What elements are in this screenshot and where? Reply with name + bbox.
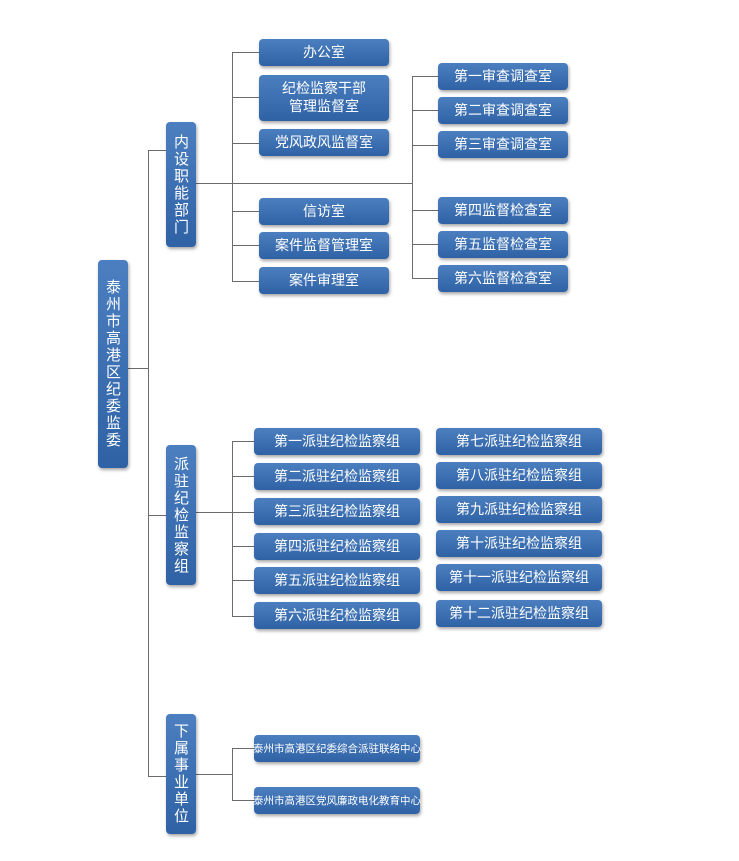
connector xyxy=(412,244,438,245)
group-box: 第七派驻纪检监察组 xyxy=(436,428,602,455)
connector xyxy=(232,616,254,617)
department-box: 第三审查调查室 xyxy=(438,131,568,158)
department-box: 纪检监察干部管理监督室 xyxy=(259,75,389,121)
group-box: 第三派驻纪检监察组 xyxy=(254,498,420,525)
connector xyxy=(232,52,259,53)
connector xyxy=(196,774,232,775)
group-box: 第十派驻纪检监察组 xyxy=(436,530,602,557)
connector xyxy=(148,150,166,151)
department-box: 第五监督检查室 xyxy=(438,231,568,258)
connector xyxy=(232,143,259,144)
connector xyxy=(232,800,254,801)
connector xyxy=(232,211,259,212)
department-box: 案件监督管理室 xyxy=(259,232,389,259)
connector xyxy=(412,145,438,146)
group-box: 第十一派驻纪检监察组 xyxy=(436,564,602,591)
connector xyxy=(128,368,148,369)
branch-stationed-groups: 派驻纪检监察组 xyxy=(166,445,196,585)
institution-box: 泰州市高港区党风廉政电化教育中心 xyxy=(253,787,421,814)
root-node: 泰州市高港区纪委监委 xyxy=(98,260,128,468)
branch-internal-departments: 内设职能部门 xyxy=(166,122,196,247)
connector xyxy=(232,748,233,800)
institution-box: 泰州市高港区纪委综合派驻联络中心 xyxy=(253,735,421,762)
connector xyxy=(412,210,438,211)
connector xyxy=(232,52,233,281)
connector xyxy=(232,441,254,442)
group-box: 第四派驻纪检监察组 xyxy=(254,533,420,560)
group-box: 第八派驻纪检监察组 xyxy=(436,462,602,489)
connector xyxy=(232,546,254,547)
department-box: 第一审查调查室 xyxy=(438,63,568,90)
group-box: 第十二派驻纪检监察组 xyxy=(436,600,602,627)
connector xyxy=(232,512,254,513)
group-box: 第九派驻纪检监察组 xyxy=(436,496,602,523)
department-box: 信访室 xyxy=(259,198,389,225)
connector xyxy=(232,245,259,246)
group-box: 第六派驻纪检监察组 xyxy=(254,602,420,629)
connector xyxy=(232,580,254,581)
connector xyxy=(148,776,166,777)
department-box: 第六监督检查室 xyxy=(438,265,568,292)
department-box-text: 纪检监察干部管理监督室 xyxy=(282,81,366,115)
department-box: 办公室 xyxy=(259,39,389,66)
group-box: 第五派驻纪检监察组 xyxy=(254,567,420,594)
connector xyxy=(196,512,232,513)
connector xyxy=(232,97,259,98)
connector xyxy=(148,150,149,776)
connector xyxy=(232,281,259,282)
department-box: 第二审查调查室 xyxy=(438,97,568,124)
connector xyxy=(412,76,438,77)
connector xyxy=(232,748,254,749)
group-box: 第二派驻纪检监察组 xyxy=(254,463,420,490)
department-box: 案件审理室 xyxy=(259,267,389,294)
department-box: 党风政风监督室 xyxy=(259,129,389,156)
department-box: 第四监督检查室 xyxy=(438,197,568,224)
connector xyxy=(196,183,412,184)
connector xyxy=(412,278,438,279)
connector xyxy=(412,110,438,111)
connector xyxy=(232,441,233,616)
branch-public-institutions: 下属事业单位 xyxy=(166,714,196,834)
connector xyxy=(232,476,254,477)
connector xyxy=(148,515,166,516)
group-box: 第一派驻纪检监察组 xyxy=(254,428,420,455)
connector xyxy=(412,76,413,278)
